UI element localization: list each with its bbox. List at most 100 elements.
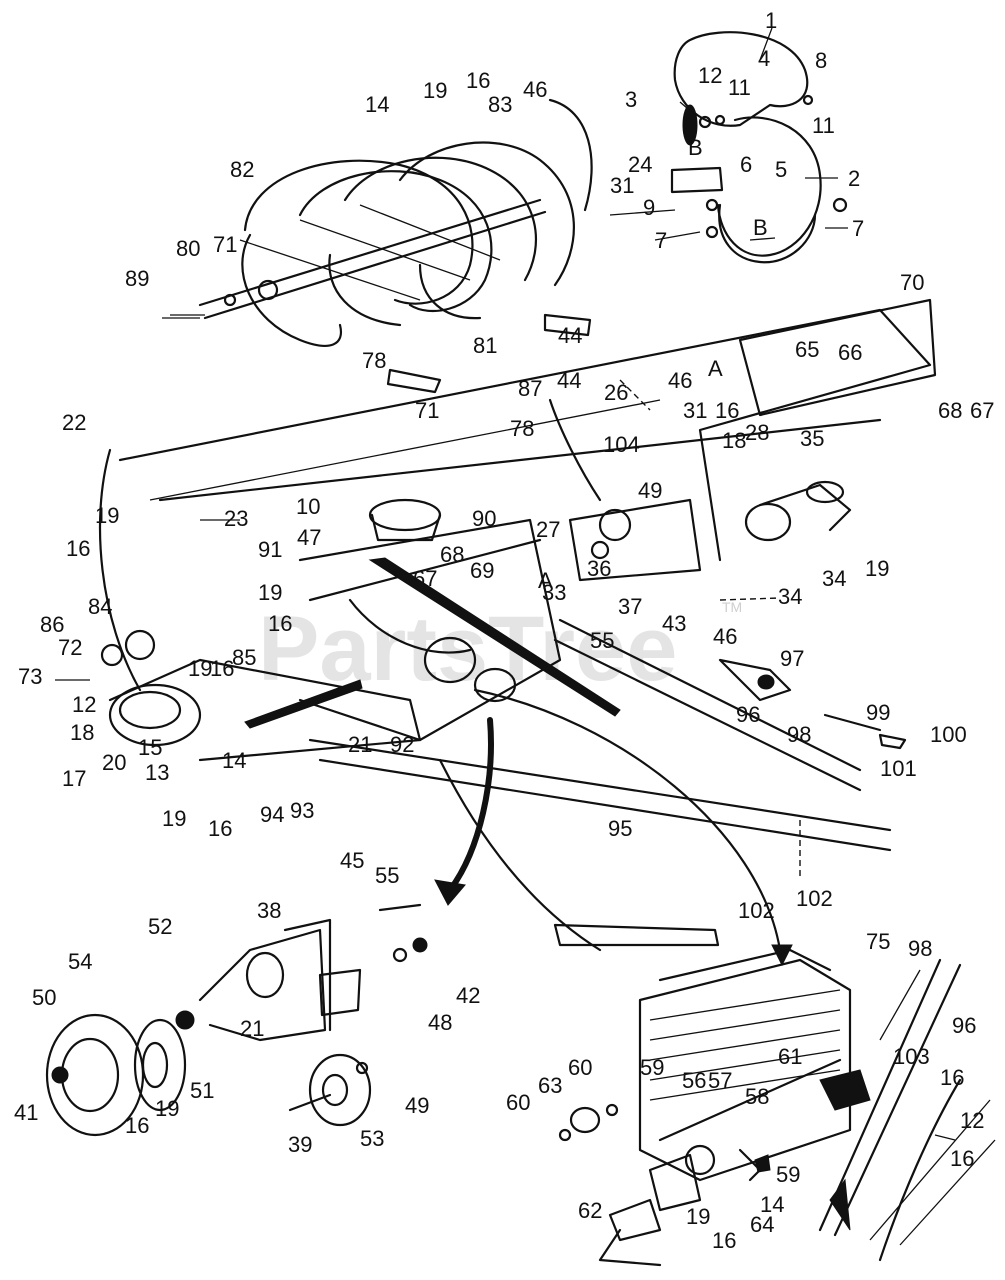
part-label: 92	[390, 732, 414, 757]
part-label: 102	[738, 898, 775, 923]
part-label: 89	[125, 266, 149, 291]
part-label: 18	[722, 428, 746, 453]
part-label: 101	[880, 756, 917, 781]
part-label: 93	[290, 798, 314, 823]
part-label: 71	[213, 232, 237, 257]
part-label: 67	[970, 398, 994, 423]
part-label: 83	[488, 92, 512, 117]
part-label: 98	[908, 936, 932, 961]
part-label: 56	[682, 1068, 706, 1093]
part-label: A	[708, 356, 723, 381]
part-label: 5	[775, 157, 787, 182]
part-label: 102	[796, 886, 833, 911]
part-label: 13	[145, 760, 169, 785]
part-label: 49	[638, 478, 662, 503]
part-label: 75	[866, 929, 890, 954]
part-label: 45	[340, 848, 364, 873]
part-label: 51	[190, 1078, 214, 1103]
callout-arrows	[434, 688, 793, 967]
part-label: 47	[297, 525, 321, 550]
part-label: 33	[542, 580, 566, 605]
part-label: 70	[900, 270, 924, 295]
part-label: 24	[628, 152, 652, 177]
part-label: 49	[405, 1093, 429, 1118]
belt-drive	[100, 557, 892, 952]
part-label: 55	[375, 863, 399, 888]
part-label: 12	[72, 692, 96, 717]
part-label: 68	[938, 398, 962, 423]
part-label: 104	[603, 432, 640, 457]
part-label: 78	[510, 416, 534, 441]
part-label: 96	[736, 702, 760, 727]
part-label: 37	[618, 594, 642, 619]
part-label: 46	[713, 624, 737, 649]
part-label: 62	[578, 1198, 602, 1223]
part-label: 59	[640, 1055, 664, 1080]
part-label: 4	[758, 46, 770, 71]
part-label: 66	[838, 340, 862, 365]
leader-lines	[55, 27, 956, 1141]
part-label: 1	[765, 8, 777, 33]
part-label: 6	[740, 152, 752, 177]
part-label: 46	[668, 368, 692, 393]
part-label: 14	[222, 748, 246, 773]
part-label: 28	[745, 420, 769, 445]
gear-case	[670, 31, 848, 264]
part-label: 100	[930, 722, 967, 747]
part-label: 99	[866, 700, 890, 725]
part-label: 19	[155, 1096, 179, 1121]
part-label: 91	[258, 537, 282, 562]
part-label: 78	[362, 348, 386, 373]
part-label: 12	[960, 1108, 984, 1133]
part-label: 43	[662, 611, 686, 636]
part-label: 46	[523, 77, 547, 102]
part-label: 39	[288, 1132, 312, 1157]
part-label: 34	[778, 584, 802, 609]
part-label: 68	[440, 542, 464, 567]
part-label: 86	[40, 612, 64, 637]
part-label: 85	[232, 645, 256, 670]
part-label: 42	[456, 983, 480, 1008]
part-label: 60	[506, 1090, 530, 1115]
part-label: 94	[260, 802, 284, 827]
part-label: 103	[893, 1044, 930, 1069]
part-label: B	[753, 215, 768, 240]
part-label: 65	[795, 337, 819, 362]
pulley-assembly	[45, 903, 428, 1137]
part-label: 9	[643, 195, 655, 220]
part-label: 54	[68, 949, 92, 974]
part-label: 16	[268, 611, 292, 636]
part-label: 19	[188, 656, 212, 681]
part-label: 35	[800, 426, 824, 451]
part-label: 61	[778, 1044, 802, 1069]
part-label: 8	[815, 48, 827, 73]
part-label: 19	[258, 580, 282, 605]
part-label: 7	[852, 216, 864, 241]
part-label: 73	[18, 664, 42, 689]
part-label: 27	[536, 517, 560, 542]
part-label: 15	[138, 735, 162, 760]
part-label: A	[538, 568, 553, 593]
part-label: 31	[610, 173, 634, 198]
part-label: 84	[88, 594, 112, 619]
part-label: 81	[473, 333, 497, 358]
part-label: 72	[58, 635, 82, 660]
part-label: 23	[224, 506, 248, 531]
part-label: 3	[625, 87, 637, 112]
part-label: 16	[712, 1228, 736, 1253]
auger-assembly	[170, 98, 593, 394]
part-label: 82	[230, 157, 254, 182]
part-label: 12	[698, 63, 722, 88]
engine-assembly	[558, 948, 996, 1267]
part-label: 16	[950, 1146, 974, 1171]
part-label: 19	[95, 503, 119, 528]
part-label: 63	[538, 1073, 562, 1098]
housing-frame	[98, 298, 937, 792]
part-label: 44	[558, 323, 582, 348]
part-label: 98	[787, 722, 811, 747]
part-label: 53	[360, 1126, 384, 1151]
part-label: 60	[568, 1055, 592, 1080]
part-label: 97	[780, 646, 804, 671]
part-label: 19	[162, 806, 186, 831]
